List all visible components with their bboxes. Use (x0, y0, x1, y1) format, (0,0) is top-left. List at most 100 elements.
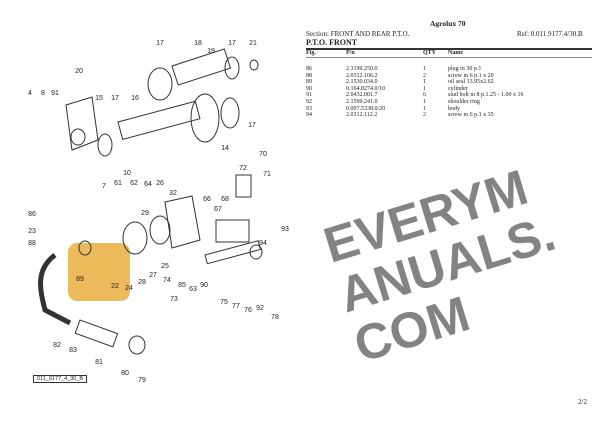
callout-label: 18 (194, 40, 202, 47)
col-fig: Fig. (306, 50, 316, 56)
callout-label: 16 (131, 95, 139, 102)
callout-label: 7 (102, 183, 106, 190)
cell-pn: 2.0312.112.2 (346, 112, 378, 119)
callout-label: 17 (111, 95, 119, 102)
cell-fig: 91 (306, 92, 312, 99)
cell-name: plug m 30 p.1 (448, 66, 482, 72)
cell-pn: 2.3199.250.0 (346, 66, 378, 72)
callout-label: 88 (28, 240, 36, 247)
page-number: 2/2 (578, 398, 587, 406)
callout-label: 25 (161, 263, 169, 270)
callout-label: 90 (200, 282, 208, 289)
clutch-disc (149, 215, 171, 245)
fitting (78, 240, 92, 256)
bearing (147, 67, 173, 101)
callout-label: 21 (249, 40, 257, 47)
callout-label: 77 (232, 303, 240, 310)
cell-name: cylinder (448, 85, 468, 92)
callout-label: 79 (138, 377, 146, 384)
col-pn: P/n (346, 50, 355, 56)
header-rule (306, 48, 592, 50)
cell-fig: 86 (306, 66, 312, 72)
callout-label: 14 (221, 145, 229, 152)
cell-fig: 88 (306, 72, 312, 79)
output-shaft (74, 319, 119, 348)
cell-qty: 2 (423, 72, 426, 79)
callout-label: 17 (248, 122, 256, 129)
callout-label: 67 (214, 206, 222, 213)
solenoid (235, 174, 252, 198)
cell-qty: 1 (423, 79, 426, 86)
callout-label: 85 (178, 282, 186, 289)
cell-qty: 1 (423, 66, 426, 72)
callout-label: 20 (75, 68, 83, 75)
upper-shaft (171, 48, 232, 86)
callout-label: 10 (123, 170, 131, 177)
callout-label: 76 (244, 307, 252, 314)
document-title: Agrolux 70 (430, 19, 466, 28)
watermark-logo (68, 243, 130, 301)
clutch-pack (122, 221, 148, 255)
cell-fig: 92 (306, 98, 312, 105)
cell-qty: 6 (423, 92, 426, 99)
cell-qty: 1 (423, 105, 426, 112)
callout-label: 94 (259, 240, 267, 247)
cell-qty: 1 (423, 98, 426, 105)
callout-label: 15 (95, 95, 103, 102)
callout-label: 23 (28, 228, 36, 235)
cell-name: stud bolt m 8 p.1.25 - 1.00 x 16 (448, 92, 524, 99)
callout-label: 17 (156, 40, 164, 47)
table-header: Fig. P/n QTY Name (306, 49, 598, 57)
callout-label: 71 (263, 171, 271, 178)
oil-pipe (38, 253, 72, 326)
table-row: 86 2.3199.250.0 1 plug m 30 p.1 (306, 66, 598, 73)
figure-code: 011_9177_4_30_B (33, 375, 88, 383)
callout-label: 4 (28, 90, 32, 97)
table-spacer (306, 57, 598, 66)
callout-label: 75 (220, 299, 228, 306)
cell-pn: 0.007.5338.0/20 (346, 105, 386, 112)
callout-label: 86 (28, 211, 36, 218)
ring (249, 59, 259, 71)
callout-label: 91 (51, 90, 59, 97)
cell-qty: 2 (423, 112, 426, 119)
callout-label: 89 (76, 276, 84, 283)
callout-label: 27 (149, 272, 157, 279)
callout-label: 62 (130, 180, 138, 187)
callout-label: 74 (163, 277, 171, 284)
seal (70, 128, 86, 146)
cell-pn: 2.1599.241.0 (346, 98, 378, 105)
cylinder (204, 240, 262, 265)
cell-pn: 0.164.8274.0/10 (346, 85, 386, 92)
callout-label: 93 (281, 226, 289, 233)
col-qty: QTY (423, 50, 437, 56)
callout-label: 28 (138, 279, 146, 286)
table-row: 88 2.0312.106.2 2 screw m 6 p.1 x 20 (306, 73, 598, 80)
callout-label: 61 (114, 180, 122, 187)
callout-label: 78 (271, 314, 279, 321)
valve-body (215, 219, 250, 243)
cell-name: body (448, 105, 460, 112)
callout-label: 17 (228, 40, 236, 47)
cell-pn: 2.0312.106.2 (346, 72, 378, 79)
cell-fig: 89 (306, 79, 312, 86)
cap (128, 335, 146, 355)
cell-name: screw m 6 p.1 x 20 (448, 72, 494, 79)
callout-label: 82 (53, 342, 61, 349)
gear (190, 93, 220, 143)
page-subtitle: P.T.O. FRONT (306, 38, 358, 47)
callout-label: 72 (239, 165, 247, 172)
spring (249, 244, 263, 260)
callout-label: 66 (203, 196, 211, 203)
callout-label: 22 (111, 283, 119, 290)
callout-label: 73 (170, 296, 178, 303)
reference-number: Ref: 0.011.9177.4/30.B (517, 30, 583, 38)
cell-name: oil seal 13.95x2.62 (448, 79, 494, 86)
callout-label: 63 (189, 286, 197, 293)
